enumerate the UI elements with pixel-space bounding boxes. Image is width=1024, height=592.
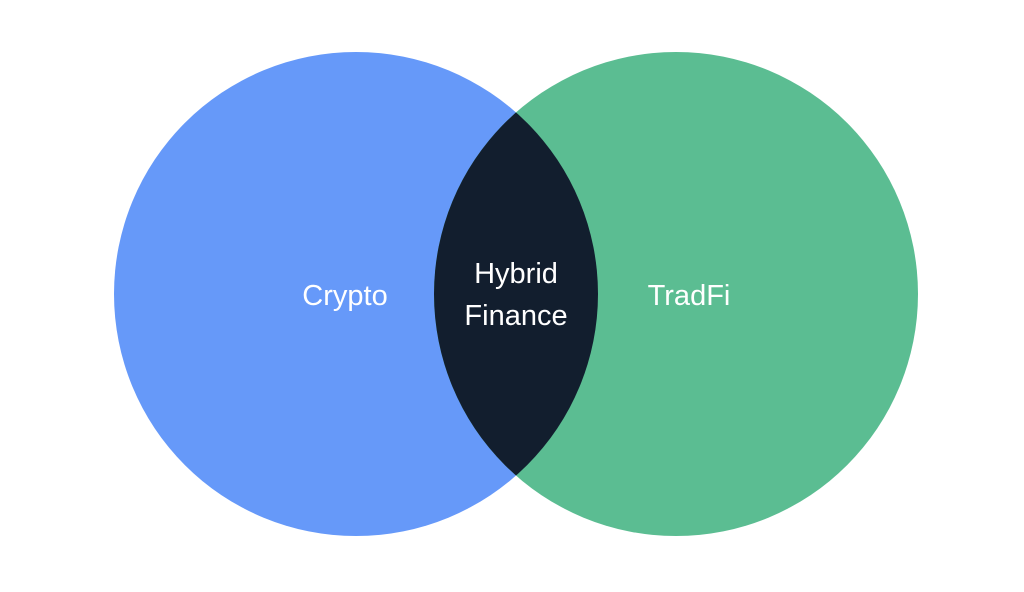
hybrid-label-line2: Finance	[464, 300, 568, 332]
crypto-label: Crypto	[302, 280, 388, 312]
hybrid-finance-label: Hybrid Finance	[464, 253, 567, 337]
hybrid-intersection	[434, 52, 598, 536]
tradfi-label: TradFi	[647, 280, 731, 312]
hybrid-label-line1: Hybrid	[474, 258, 558, 290]
